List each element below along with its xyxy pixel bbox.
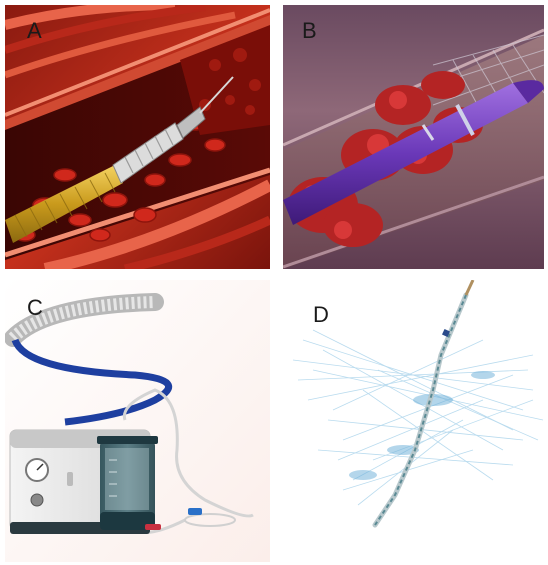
panel-c-label: C — [27, 295, 43, 320]
panel-b-label: B — [302, 18, 317, 43]
panel-d-label: D — [313, 302, 329, 327]
panel-c-aspiration-pump-image: C — [5, 280, 270, 562]
panel-b-stent-catheter-image: B — [283, 5, 544, 269]
panel-d-fiber-device-image: D — [283, 280, 544, 562]
panel-a-label: A — [27, 18, 42, 43]
panel-a-catheter-vessel-image: A — [5, 5, 270, 269]
